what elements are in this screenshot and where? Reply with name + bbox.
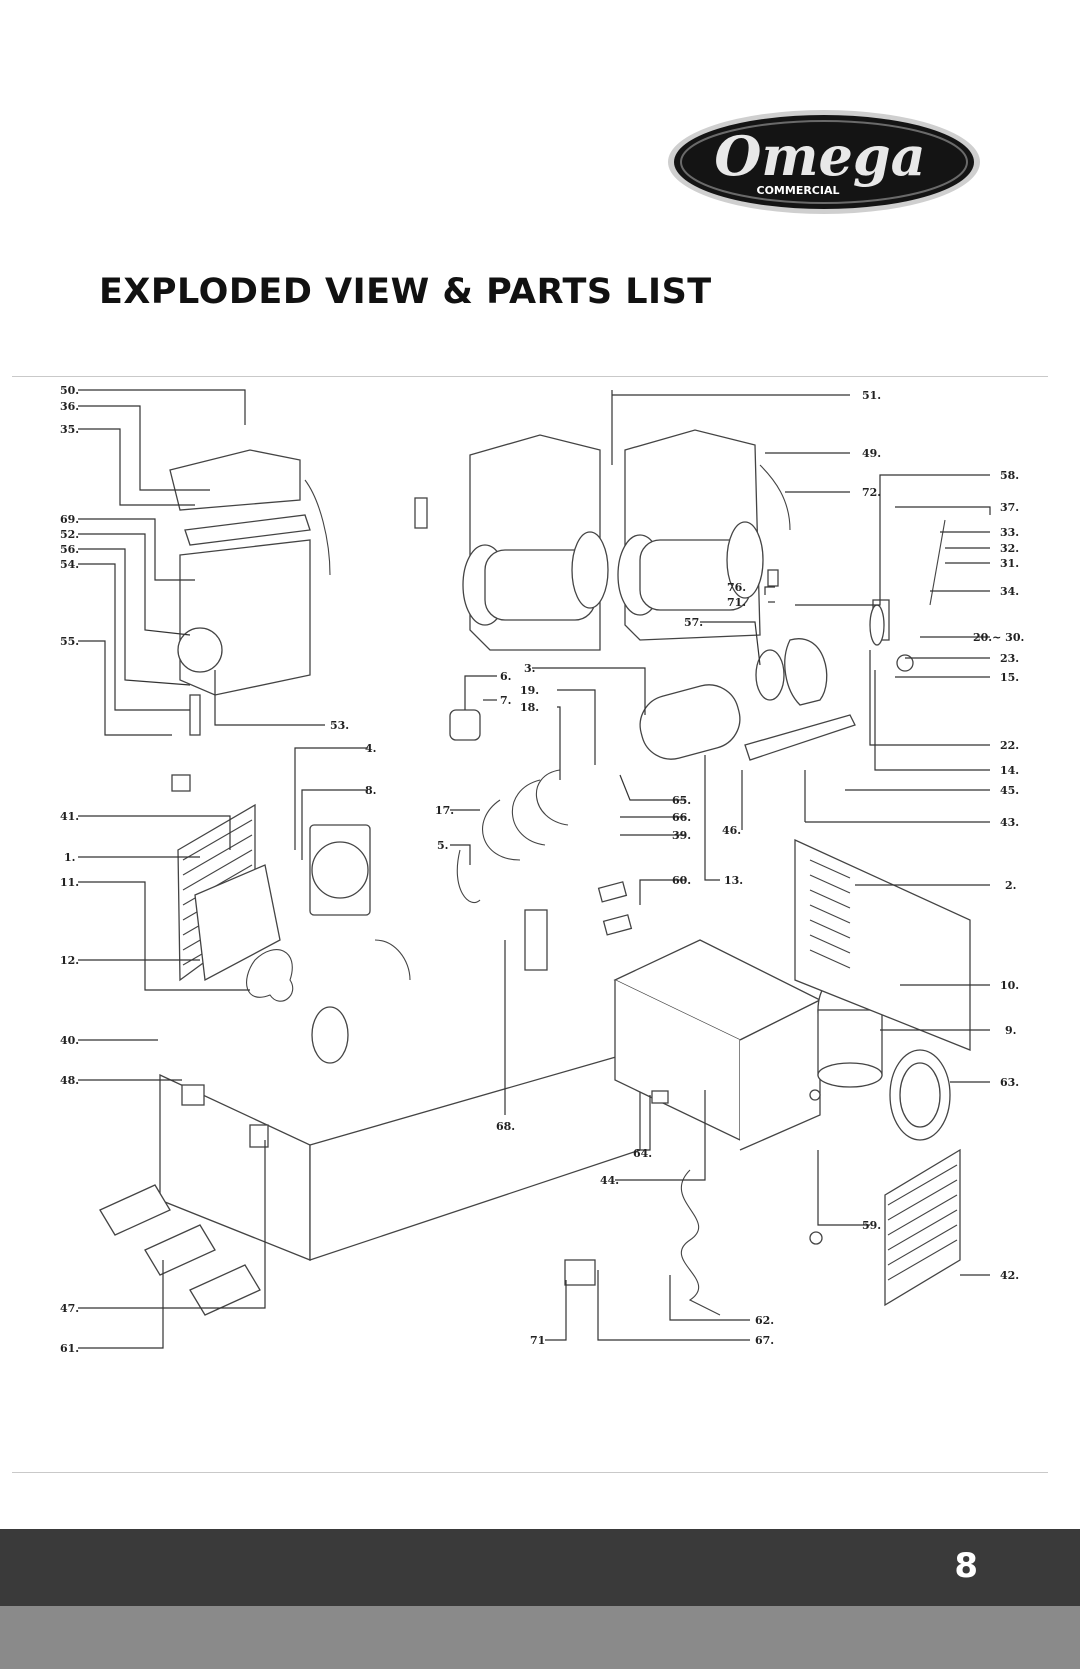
callout-44: 44. — [600, 1174, 619, 1187]
callout-33: 33. — [1000, 526, 1019, 539]
callout-67: 67. — [755, 1334, 774, 1347]
callout-20-30: 20.~ 30. — [973, 631, 1024, 644]
callout-59: 59. — [862, 1219, 881, 1232]
footer-band — [0, 1606, 1080, 1669]
callout-53: 53. — [330, 719, 349, 732]
callout-43: 43. — [1000, 816, 1019, 829]
parts-drawing — [99, 429, 971, 1316]
callout-65: 65. — [672, 794, 691, 807]
callout-57: 57. — [684, 616, 703, 629]
callout-60: 60. — [672, 874, 691, 887]
leader-lines — [78, 389, 991, 1349]
callout-34: 34. — [1000, 585, 1019, 598]
top-divider — [12, 376, 1048, 377]
callout-45: 45. — [1000, 784, 1019, 797]
callout-10: 10. — [1000, 979, 1019, 992]
callout-42: 42. — [1000, 1269, 1019, 1282]
omega-commercial-logo: Omega COMMERCIAL — [628, 100, 1018, 250]
callout-22: 22. — [1000, 739, 1019, 752]
callout-5: 5. — [437, 839, 448, 852]
callout-39: 39. — [672, 829, 691, 842]
callout-14: 14. — [1000, 764, 1019, 777]
callout-41: 41. — [60, 810, 79, 823]
callout-52: 52. — [60, 528, 79, 541]
callout-9: 9. — [1005, 1024, 1016, 1037]
callout-64: 64. — [633, 1147, 652, 1160]
callout-1: 1. — [64, 851, 75, 864]
callout-55: 55. — [60, 635, 79, 648]
callout-47: 47. — [60, 1302, 79, 1315]
brand-name: Omega — [714, 124, 925, 188]
callout-8: 8. — [365, 784, 376, 797]
callout-40: 40. — [60, 1034, 79, 1047]
callout-49: 49. — [862, 447, 881, 460]
callout-11: 11. — [60, 876, 79, 889]
callout-71-bottom: 71 — [530, 1334, 545, 1347]
callout-56: 56. — [60, 543, 79, 556]
page-title: EXPLODED VIEW & PARTS LIST — [99, 272, 712, 312]
callout-35: 35. — [60, 423, 79, 436]
callout-6: 6. — [500, 670, 511, 683]
callout-46: 46. — [722, 824, 741, 837]
callout-71: 71. — [727, 596, 746, 609]
callout-4: 4. — [365, 742, 376, 755]
callout-76: 76. — [727, 581, 746, 594]
callout-62: 62. — [755, 1314, 774, 1327]
callout-12: 12. — [60, 954, 79, 967]
footer-bar: 8 — [0, 1529, 1080, 1606]
callout-48: 48. — [60, 1074, 79, 1087]
callout-13: 13. — [724, 874, 743, 887]
callout-31: 31. — [1000, 557, 1019, 570]
callout-17: 17. — [435, 804, 454, 817]
callout-7: 7. — [500, 694, 511, 707]
callout-37: 37. — [1000, 501, 1019, 514]
callout-66: 66. — [672, 811, 691, 824]
callout-32: 32. — [1000, 542, 1019, 555]
callout-19: 19. — [520, 684, 539, 697]
exploded-view-diagram: 50. 36. 35. 69. 52. 56. 54. 55. 53. 41. … — [0, 380, 1080, 1460]
callout-labels: 50. 36. 35. 69. 52. 56. 54. 55. 53. 41. … — [60, 384, 1024, 1355]
callout-18: 18. — [520, 701, 539, 714]
callout-72: 72. — [862, 486, 881, 499]
callout-36: 36. — [60, 400, 79, 413]
brand-sub: COMMERCIAL — [757, 184, 840, 197]
callout-15: 15. — [1000, 671, 1019, 684]
callout-2: 2. — [1005, 879, 1016, 892]
callout-3: 3. — [524, 662, 535, 675]
callout-50: 50. — [60, 384, 79, 397]
callout-68: 68. — [496, 1120, 515, 1133]
callout-69: 69. — [60, 513, 79, 526]
callout-58: 58. — [1000, 469, 1019, 482]
bottom-divider — [12, 1472, 1048, 1473]
callout-61: 61. — [60, 1342, 79, 1355]
callout-54: 54. — [60, 558, 79, 571]
page-number: 8 — [954, 1546, 978, 1586]
callout-51: 51. — [862, 389, 881, 402]
callout-63: 63. — [1000, 1076, 1019, 1089]
callout-23: 23. — [1000, 652, 1019, 665]
